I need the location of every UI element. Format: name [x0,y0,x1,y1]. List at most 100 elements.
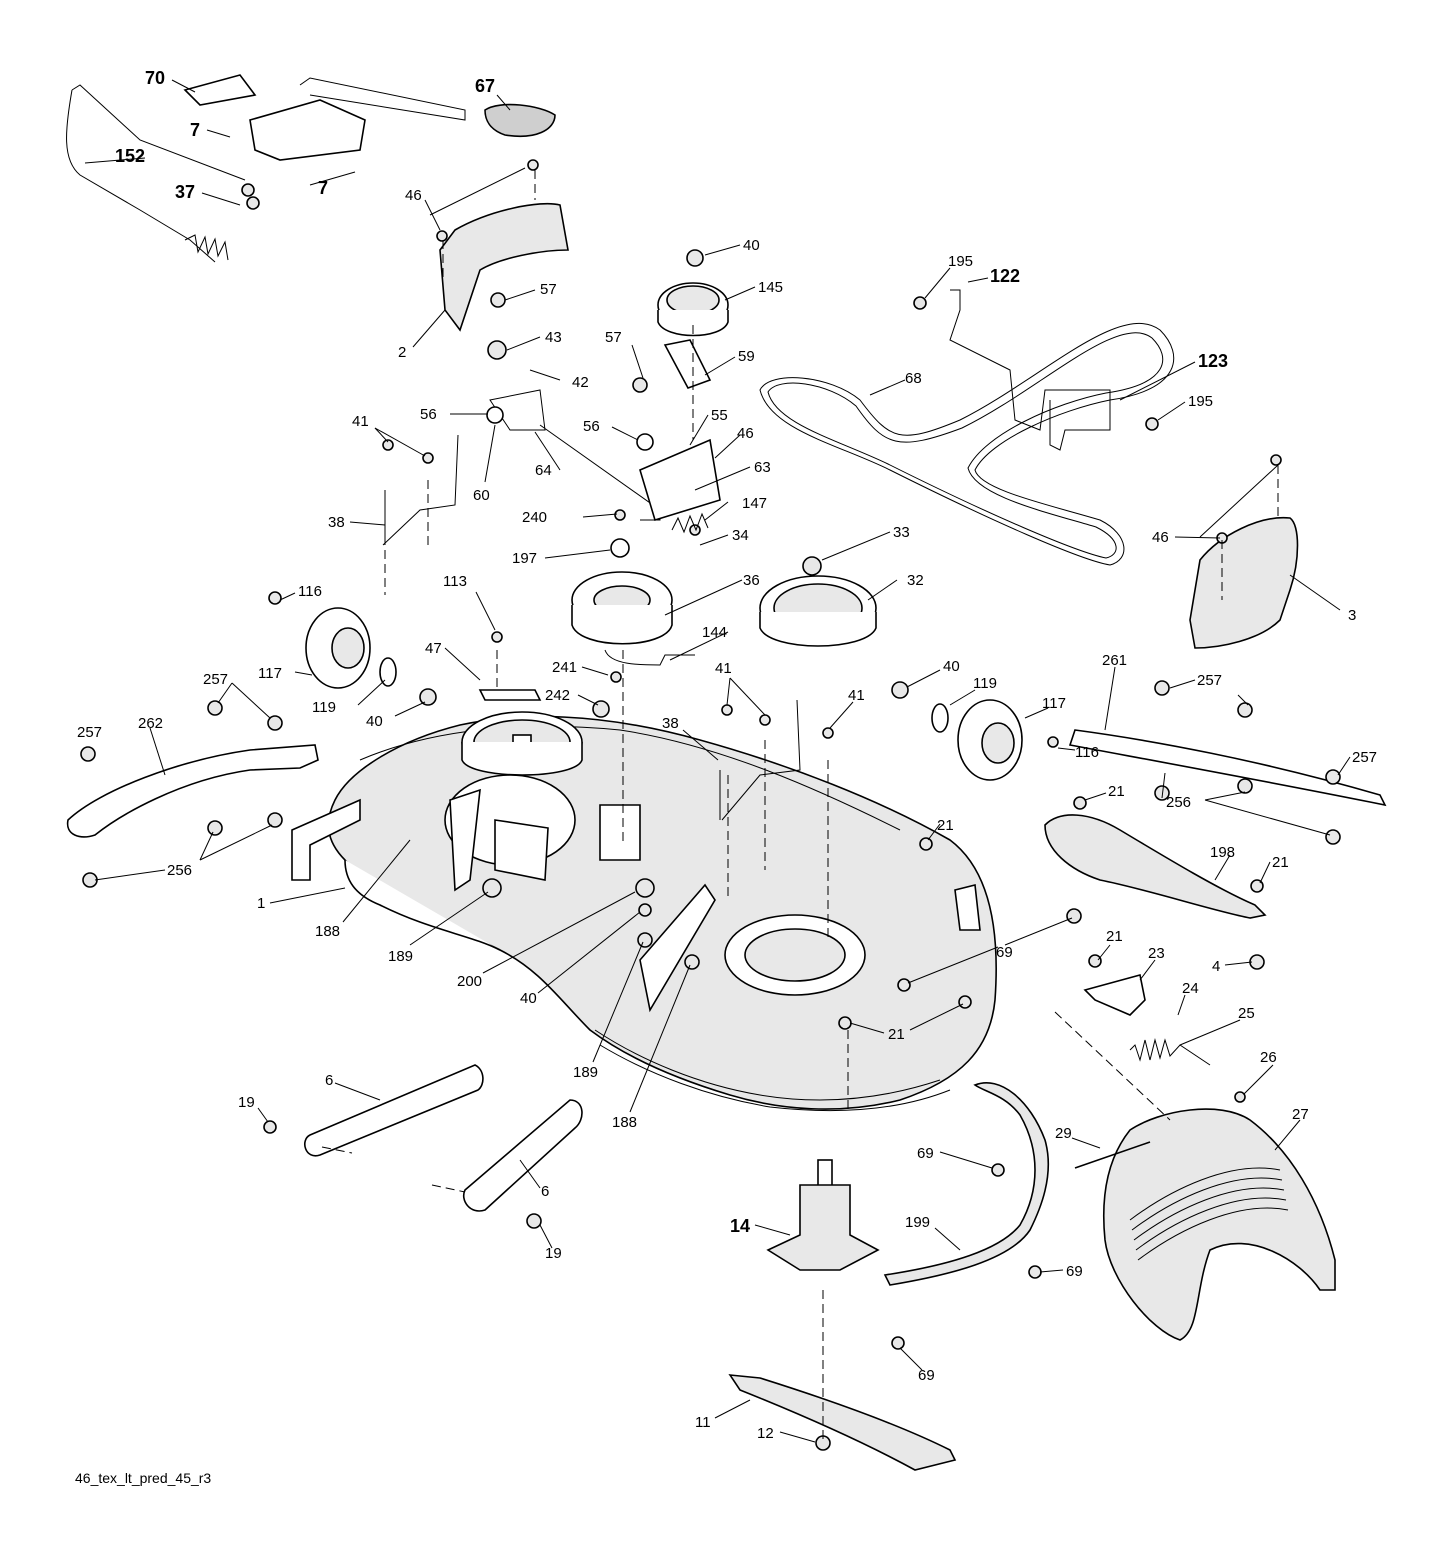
callout-56: 56 [583,418,600,435]
callout-70: 70 [145,68,165,88]
callout-33: 33 [893,524,910,541]
callout-257: 257 [77,724,102,741]
height-knob [484,103,556,138]
callout-144: 144 [702,624,727,641]
discharge-chute [1102,1108,1336,1341]
idler-pulley-145 [657,282,729,337]
callout-241: 241 [552,659,577,676]
callout-240: 240 [522,509,547,526]
chute-bracket [1083,974,1146,1016]
callout-37: 37 [175,182,195,202]
callout-40: 40 [520,990,537,1007]
drive-belt [759,323,1175,566]
callout-19: 19 [238,1094,255,1111]
callout-25: 25 [1238,1005,1255,1022]
belt-shield-2 [439,202,569,332]
callout-119: 119 [312,699,336,716]
callout-188: 188 [612,1114,637,1131]
callout-21: 21 [937,817,954,834]
callout-256: 256 [167,862,192,879]
callout-36: 36 [743,572,760,589]
callout-69: 69 [1066,1263,1083,1280]
callout-199: 199 [905,1214,930,1231]
callout-12: 12 [757,1425,774,1442]
callout-69: 69 [917,1145,934,1162]
callout-41: 41 [352,413,369,430]
callout-21: 21 [1108,783,1125,800]
callout-29: 29 [1055,1125,1072,1142]
washer-119b [931,703,949,733]
callout-262: 262 [138,715,163,732]
callout-198: 198 [1210,844,1235,861]
idler-arm [489,389,661,521]
idler-bracket [639,438,721,522]
callout-14: 14 [730,1216,750,1236]
callout-57: 57 [540,281,557,298]
callout-242: 242 [545,687,570,704]
callout-19: 19 [545,1245,562,1262]
diagram-code: 46_tex_lt_pred_45_r3 [75,1470,211,1486]
callout-189: 189 [388,948,413,965]
callout-256: 256 [1166,794,1191,811]
callout-59: 59 [738,348,755,365]
mower-blade [728,1374,957,1471]
callout-38: 38 [328,514,345,531]
height-adjust-lever [66,74,466,263]
callout-116: 116 [298,583,322,600]
callout-197: 197 [512,550,537,567]
callout-3: 3 [1348,607,1356,624]
callout-34: 34 [732,527,749,544]
chute-rod [1074,1141,1151,1169]
mower-deck [327,715,997,1112]
callout-23: 23 [1148,945,1165,962]
callout-122: 122 [990,266,1020,286]
alignment-lines [321,170,1279,1440]
callout-41: 41 [848,687,865,704]
callout-41: 41 [715,660,732,677]
callout-152: 152 [115,146,145,166]
callout-195: 195 [1188,393,1213,410]
belt-shield-3 [1189,516,1299,649]
deck-hanger-bracket-a [304,1064,484,1157]
spring-147 [671,512,709,534]
callout-69: 69 [996,944,1013,961]
callout-4: 4 [1212,958,1220,975]
pulley-bracket-59 [663,339,712,389]
callout-1: 1 [257,895,265,912]
chute-spring [1129,1038,1211,1066]
callout-27: 27 [1292,1106,1309,1123]
deck-hanger-bracket-b [463,1099,583,1212]
callout-6: 6 [325,1072,333,1089]
belt-guide-47 [478,689,542,701]
deck-pulley [461,711,583,776]
callout-119: 119 [973,675,997,692]
callout-6: 6 [541,1183,549,1200]
callout-67: 67 [475,76,495,96]
callout-40: 40 [743,237,760,254]
callout-38: 38 [662,715,679,732]
callout-57: 57 [605,329,622,346]
callout-113: 113 [443,573,467,590]
baffle-261 [1068,729,1387,807]
callout-69: 69 [918,1367,935,1384]
callout-21: 21 [1106,928,1123,945]
spindle-assembly [766,1159,880,1271]
washer-119a [379,657,397,687]
lift-link-38a [382,434,459,546]
callout-21: 21 [1272,854,1289,871]
callout-labels: 70 67 7 152 7 37 46 2 40 145 57 43 42 57… [77,68,1377,1442]
callout-123: 123 [1198,351,1228,371]
callout-7: 7 [318,178,328,198]
pulley-32 [759,575,877,647]
callout-46: 46 [737,425,754,442]
callout-55: 55 [711,407,728,424]
idler-arm-144 [604,649,695,666]
belt-guide-rod [949,289,1111,451]
callout-145: 145 [758,279,783,296]
callout-117: 117 [258,665,282,682]
lift-link-38b [719,699,801,821]
callout-147: 147 [742,495,767,512]
callout-117: 117 [1042,695,1066,712]
callout-68: 68 [905,370,922,387]
